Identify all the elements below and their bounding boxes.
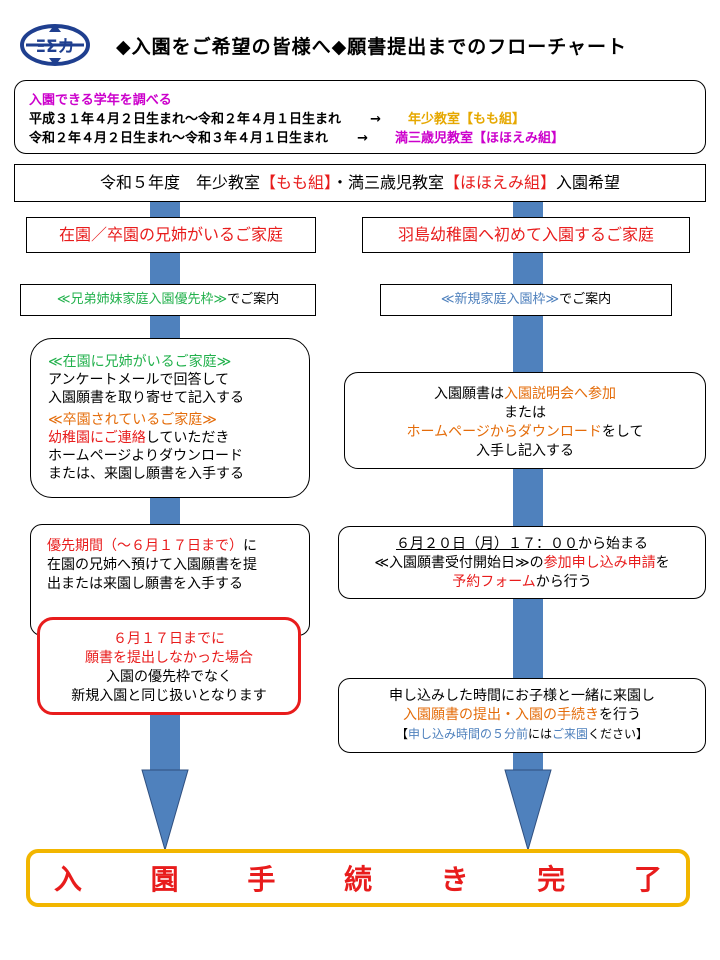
left-box2-line-3: 出または来園し願書を入手する — [47, 576, 243, 592]
left-box1-heading-2: ≪卒園されているご家庭≫ — [48, 412, 217, 428]
right-box3-niwa: には — [527, 727, 552, 741]
logo-text: ΞΣカ — [35, 37, 74, 57]
right-box2-line-3-suffix: から行う — [535, 574, 592, 590]
grade-row-2-target: 満三歳児教室【ほほえみ組】 — [395, 131, 565, 146]
right-box2-line-2: ≪入園願書受付開始日≫の参加申し込み申請を — [339, 554, 705, 573]
school-logo: ΞΣカ — [20, 22, 90, 68]
right-box3-bracket-open: 【 — [395, 727, 408, 741]
left-box1-line-4: ホームページよりダウンロード — [48, 448, 244, 464]
completion-char-5: き — [440, 863, 469, 896]
left-box2-priority-period: 優先期間（～６月１７日まで） — [47, 538, 243, 554]
left-box1-contact: 幼稚園にご連絡 — [48, 430, 146, 446]
right-box3-line-1: 申し込みした時間にお子様と一緒に来園し — [389, 688, 655, 704]
completion-char-6: 完 — [537, 863, 566, 896]
right-box3-line-2: 入園願書の提出・入園の手続きを行う — [339, 706, 705, 725]
warning-line-1: ６月１７日までに — [113, 631, 225, 647]
left-box1-line-1: アンケートメールで回答して — [48, 372, 230, 388]
warning-box: ６月１７日までに 願書を提出しなかった場合 入園の優先枠でなく 新規入園と同じ扱… — [37, 617, 301, 715]
right-box1-line-2: または — [504, 405, 546, 421]
grade-row-2-range: 令和２年４月２日生まれ～令和３年４月１日生まれ — [29, 131, 329, 146]
right-box2-application: 参加申し込み申請 — [543, 555, 656, 571]
left-guide-suffix: でご案内 — [227, 292, 280, 307]
right-box2-line-3: 予約フォームから行う — [339, 573, 705, 592]
school-logo-icon: ΞΣカ — [20, 24, 90, 66]
grade-row-1-target: 年少教室【もも組】 — [408, 112, 526, 127]
right-box2-line-1: ６月２０日（月）１７：００から始まる — [339, 535, 705, 554]
right-guide-box: ≪新規家庭入園枠≫でご案内 — [380, 284, 672, 316]
grade-row-2: 令和２年４月２日生まれ～令和３年４月１日生まれ → 満三歳児教室【ほほえみ組】 — [29, 129, 691, 148]
left-box1-line-3: 幼稚園にご連絡していただき — [48, 429, 309, 447]
right-guide-suffix: でご案内 — [559, 292, 612, 307]
grade-info-box: 入園できる学年を調べる 平成３１年４月２日生まれ～令和２年４月１日生まれ → 年… — [14, 80, 706, 154]
left-box2-line-2: 在園の兄姉へ預けて入園願書を提 — [47, 557, 257, 573]
right-guide-new: ≪新規家庭入園枠≫ — [440, 292, 560, 307]
left-column-header: 在園／卒園の兄姉がいるご家庭 — [26, 217, 316, 253]
grade-row-1-range: 平成３１年４月２日生まれ～令和２年４月１日生まれ — [29, 112, 342, 127]
banner-part-2: 【もも組】 — [259, 173, 332, 192]
right-box1-briefing: 入園説明会へ参加 — [504, 386, 616, 402]
right-box3-bracket-close: ください】 — [588, 727, 649, 741]
warning-line-4: 新規入園と同じ扱いとなります — [71, 688, 267, 704]
right-box2-line-2-suffix: を — [655, 555, 670, 571]
warning-line-2: 願書を提出しなかった場合 — [85, 650, 253, 666]
right-box3-line-3: 【申し込み時間の５分前にはご来園ください】 — [339, 725, 705, 744]
right-box2-start-datetime: ６月２０日（月）１７：００ — [396, 536, 578, 552]
right-box1-download-suffix: をして — [601, 424, 644, 440]
right-info-box-3: 申し込みした時間にお子様と一緒に来園し 入園願書の提出・入園の手続きを行う 【申… — [338, 678, 706, 753]
left-guide-priority: ≪兄弟姉妹家庭入園優先枠≫ — [56, 292, 228, 307]
completion-char-7: 了 — [633, 863, 662, 896]
right-box3-line-2-suffix: を行う — [599, 707, 641, 723]
left-guide-box: ≪兄弟姉妹家庭入園優先枠≫でご案内 — [20, 284, 316, 316]
grade-row-1: 平成３１年４月２日生まれ～令和２年４月１日生まれ → 年少教室【もも組】 — [29, 110, 691, 129]
page-title: ◆入園をご希望の皆様へ◆願書提出までのフローチャート — [116, 36, 628, 58]
right-box3-visit: ご来園 — [552, 727, 589, 741]
left-box2-line-1: 優先期間（～６月１７日まで）に — [47, 537, 301, 556]
grade-heading: 入園できる学年を調べる — [29, 93, 172, 108]
completion-char-4: 続 — [343, 863, 372, 896]
left-box1-line-2: 入園願書を取り寄せて記入する — [48, 390, 244, 406]
right-box1-line-4: 入手し記入する — [476, 443, 574, 459]
right-box2-line-1-suffix: から始まる — [578, 536, 648, 552]
right-box1-line-3: ホームページからダウンロードをして — [345, 423, 705, 442]
right-box3-procedure: 入園願書の提出・入園の手続き — [403, 707, 599, 723]
banner-part-4: 【ほほえみ組】 — [444, 173, 557, 192]
banner-part-3: ・満三歳児教室 — [331, 173, 444, 192]
left-info-box-1: ≪在園に兄姉がいるご家庭≫ アンケートメールで回答して 入園願書を取り寄せて記入… — [30, 338, 310, 498]
banner-part-5: 入園希望 — [556, 173, 621, 192]
banner-part-1: 令和５年度 年少教室 — [99, 173, 260, 192]
left-box1-contact-suffix: していただき — [145, 430, 230, 446]
left-box2-line-1-suffix: に — [243, 538, 257, 554]
completion-char-2: 園 — [150, 863, 179, 896]
grade-row-1-arrow: → — [370, 112, 381, 127]
completion-char-3: 手 — [247, 863, 276, 896]
left-box1-heading-1: ≪在園に兄姉がいるご家庭≫ — [48, 354, 232, 370]
right-box1-download: ホームページからダウンロード — [406, 424, 602, 440]
completion-box: 入 園 手 続 き 完 了 — [26, 849, 690, 907]
right-box2-start-day: ≪入園願書受付開始日≫の — [374, 555, 544, 571]
right-info-box-2: ６月２０日（月）１７：００から始まる ≪入園願書受付開始日≫の参加申し込み申請を… — [338, 526, 706, 599]
right-info-box-1: 入園願書は入園説明会へ参加 または ホームページからダウンロードをして 入手し記… — [344, 372, 706, 469]
right-box1-line-1: 入園願書は入園説明会へ参加 — [345, 385, 705, 404]
right-box1-prefix: 入園願書は — [434, 386, 504, 402]
right-column-header: 羽島幼稚園へ初めて入園するご家庭 — [362, 217, 690, 253]
admission-banner: 令和５年度 年少教室【もも組】・満三歳児教室【ほほえみ組】入園希望 — [14, 164, 706, 202]
right-box3-five-minutes: 申し込み時間の５分前 — [407, 727, 528, 741]
warning-line-3: 入園の優先枠でなく — [106, 669, 232, 685]
right-box2-reservation-form: 予約フォーム — [452, 574, 536, 590]
grade-row-2-arrow: → — [357, 131, 368, 146]
left-box1-line-5: または、来園し願書を入手する — [48, 466, 244, 482]
completion-char-1: 入 — [54, 863, 83, 896]
